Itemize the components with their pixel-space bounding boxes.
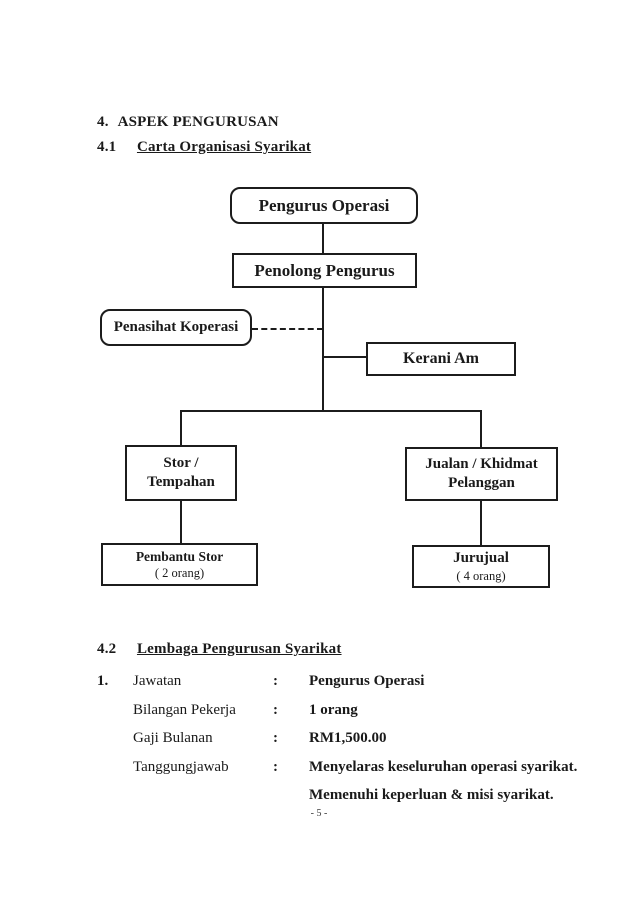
org-node-label-line1: Stor / (163, 455, 199, 472)
org-node-pengurus-operasi: Pengurus Operasi (230, 187, 418, 224)
org-node-label: Pembantu Stor (135, 548, 224, 564)
section-heading-number: 4. (97, 114, 109, 130)
org-node-label: Penolong Pengurus (254, 260, 395, 280)
section-heading: 4. ASPEK PENGURUSAN (97, 114, 279, 131)
detail-colon: : (273, 758, 278, 775)
section2-heading: 4.2 Lembaga Pengurusan Syarikat (97, 641, 342, 658)
subsection-title: Carta Organisasi Syarikat (136, 139, 312, 155)
connector-advisor-dashed (252, 328, 323, 330)
connector-spine-vertical (322, 287, 324, 412)
detail-value: Menyelaras keseluruhan operasi syarikat. (309, 758, 578, 775)
detail-label: Bilangan Pekerja (133, 701, 236, 718)
detail-row-tanggungjawab-cont: Memenuhi keperluan & misi syarikat. (97, 787, 557, 816)
detail-colon: : (273, 673, 278, 689)
org-node-label: Jurujual (453, 549, 509, 566)
subsection-heading: 4.1 Carta Organisasi Syarikat (97, 139, 311, 156)
org-node-jurujual: Jurujual ( 4 orang) (412, 545, 550, 588)
detail-value: Memenuhi keperluan & misi syarikat. (309, 787, 554, 803)
org-node-label-line2: Pelanggan (448, 475, 515, 491)
connector-left-drop (180, 410, 182, 446)
org-node-count: ( 2 orang) (154, 566, 205, 581)
detail-value: RM1,500.00 (309, 730, 387, 746)
detail-label: Tanggungjawab (133, 758, 229, 775)
detail-row-bilangan-pekerja: Bilangan Pekerja : 1 orang (97, 702, 557, 731)
org-node-label-line1: Jualan / Khidmat (425, 456, 538, 473)
org-node-stor-tempahan: Stor / Tempahan (125, 445, 237, 501)
connector-right-drop-2 (480, 499, 482, 546)
detail-colon: : (273, 701, 278, 718)
org-node-penasihat-koperasi: Penasihat Koperasi (100, 309, 252, 346)
detail-value: 1 orang (309, 701, 358, 718)
detail-colon: : (273, 730, 278, 746)
section-heading-title: ASPEK PENGURUSAN (117, 114, 279, 130)
detail-label: Jawatan (133, 673, 182, 689)
org-node-label: Kerani Am (403, 350, 479, 367)
org-node-jualan-khidmat: Jualan / Khidmat Pelanggan (405, 447, 558, 501)
detail-label: Gaji Bulanan (133, 730, 213, 746)
detail-item-number: 1. (97, 673, 109, 689)
connector-branch-horizontal (180, 410, 482, 412)
page-number: - 5 - (310, 808, 328, 819)
details-list: 1. Jawatan : Pengurus Operasi Bilangan P… (97, 673, 577, 816)
org-node-pembantu-stor: Pembantu Stor ( 2 orang) (101, 543, 258, 586)
org-node-kerani-am: Kerani Am (366, 342, 516, 376)
detail-row-jawatan: 1. Jawatan : Pengurus Operasi (97, 673, 557, 702)
org-node-label-line2: Tempahan (147, 474, 215, 490)
detail-value: Pengurus Operasi (309, 673, 425, 689)
detail-row-tanggungjawab: Tanggungjawab : Menyelaras keseluruhan o… (97, 758, 577, 788)
org-node-label: Penasihat Koperasi (113, 319, 239, 336)
connector-top-vertical (322, 223, 324, 254)
org-node-penolong-pengurus: Penolong Pengurus (232, 253, 417, 288)
connector-kerani-horizontal (323, 356, 367, 358)
section2-title: Lembaga Pengurusan Syarikat (136, 641, 342, 657)
subsection-number: 4.1 (97, 139, 117, 155)
section2-number: 4.2 (97, 641, 117, 657)
connector-left-drop-2 (180, 499, 182, 544)
org-node-count: ( 4 orang) (456, 569, 506, 584)
connector-right-drop (480, 410, 482, 448)
detail-row-gaji-bulanan: Gaji Bulanan : RM1,500.00 (97, 730, 557, 759)
org-node-label: Pengurus Operasi (258, 195, 390, 215)
